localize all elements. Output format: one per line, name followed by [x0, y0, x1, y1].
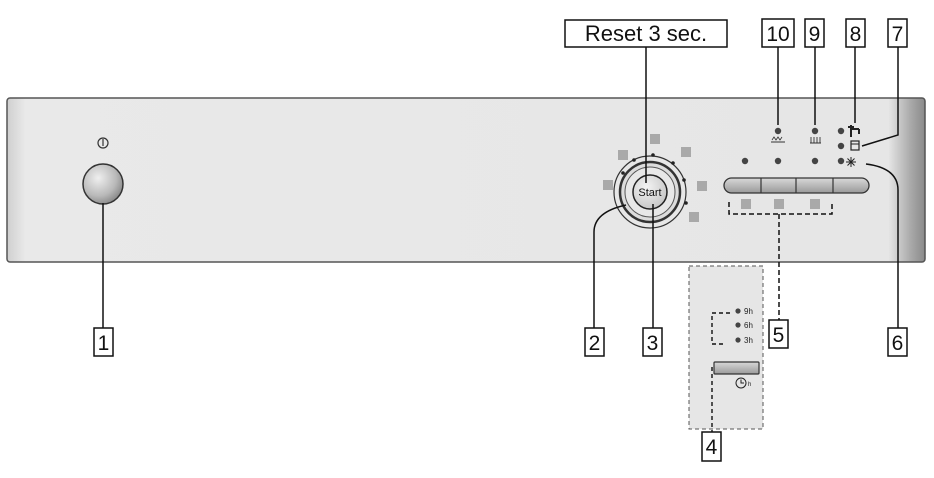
svg-text:7: 7: [892, 23, 904, 46]
option-bracket: [728, 202, 833, 320]
delay-unit-label: h: [748, 382, 751, 388]
svg-text:6: 6: [892, 332, 904, 355]
option-button[interactable]: [797, 179, 832, 192]
status-led: [837, 157, 845, 165]
callout-10: 10: [761, 18, 795, 48]
intensive-zone-led: [837, 142, 845, 150]
option-button-bar: [723, 177, 870, 194]
delay-timer-button[interactable]: [713, 361, 760, 375]
start-button[interactable]: Start: [632, 174, 668, 210]
callout-7: 7: [887, 18, 908, 48]
main-power-switch[interactable]: [82, 163, 124, 205]
water-tap-icon: [848, 125, 860, 137]
option-indicator: [810, 199, 820, 209]
water-tap-led: [837, 127, 845, 135]
status-led: [811, 157, 819, 165]
svg-text:5: 5: [773, 324, 785, 347]
status-led: [774, 157, 782, 165]
delay-timer-inset: [688, 265, 764, 430]
start-label: Start: [638, 187, 661, 199]
callout-5: 5: [768, 319, 789, 349]
salt-icon: [810, 137, 821, 144]
delay-label-6h: 6h: [744, 321, 753, 330]
program-indicator: [697, 181, 707, 191]
clock-icon: [735, 377, 747, 389]
status-led: [741, 157, 749, 165]
svg-text:3: 3: [647, 332, 659, 355]
delay-label-9h: 9h: [744, 307, 753, 316]
clean-sparkle-icon: [846, 157, 856, 167]
callout-8: 8: [845, 18, 866, 48]
svg-text:9: 9: [809, 23, 821, 46]
option-button[interactable]: [762, 179, 795, 192]
delay-led: [735, 337, 741, 343]
svg-text:2: 2: [589, 332, 601, 355]
option-indicator: [774, 199, 784, 209]
reset-label: Reset 3 sec.: [585, 21, 707, 46]
svg-text:4: 4: [706, 436, 718, 459]
rinse-aid-icon: [771, 136, 785, 143]
power-icon: [97, 137, 109, 149]
svg-text:8: 8: [850, 23, 862, 46]
callout-6: 6: [887, 327, 908, 357]
option-indicator: [741, 199, 751, 209]
callout-9: 9: [804, 18, 825, 48]
rinse-aid-led: [774, 127, 782, 135]
option-button[interactable]: [834, 179, 868, 192]
reset-callout-box: [564, 19, 728, 48]
callout-1: 1: [93, 327, 114, 357]
callout-4: 4: [701, 431, 722, 462]
delay-bracket: [711, 312, 730, 345]
callout-2: 2: [584, 327, 605, 357]
delay-label-3h: 3h: [744, 336, 753, 345]
program-indicator: [603, 180, 613, 190]
svg-text:10: 10: [766, 23, 789, 46]
option-button[interactable]: [725, 179, 760, 192]
program-indicator: [618, 150, 628, 160]
delay-led: [735, 308, 741, 314]
callout-3: 3: [642, 327, 663, 357]
salt-led: [811, 127, 819, 135]
program-indicator: [650, 134, 660, 144]
program-indicator: [681, 147, 691, 157]
svg-text:1: 1: [98, 332, 110, 355]
program-indicator: [689, 212, 699, 222]
delay-led: [735, 322, 741, 328]
intensive-zone-icon: [850, 140, 860, 151]
